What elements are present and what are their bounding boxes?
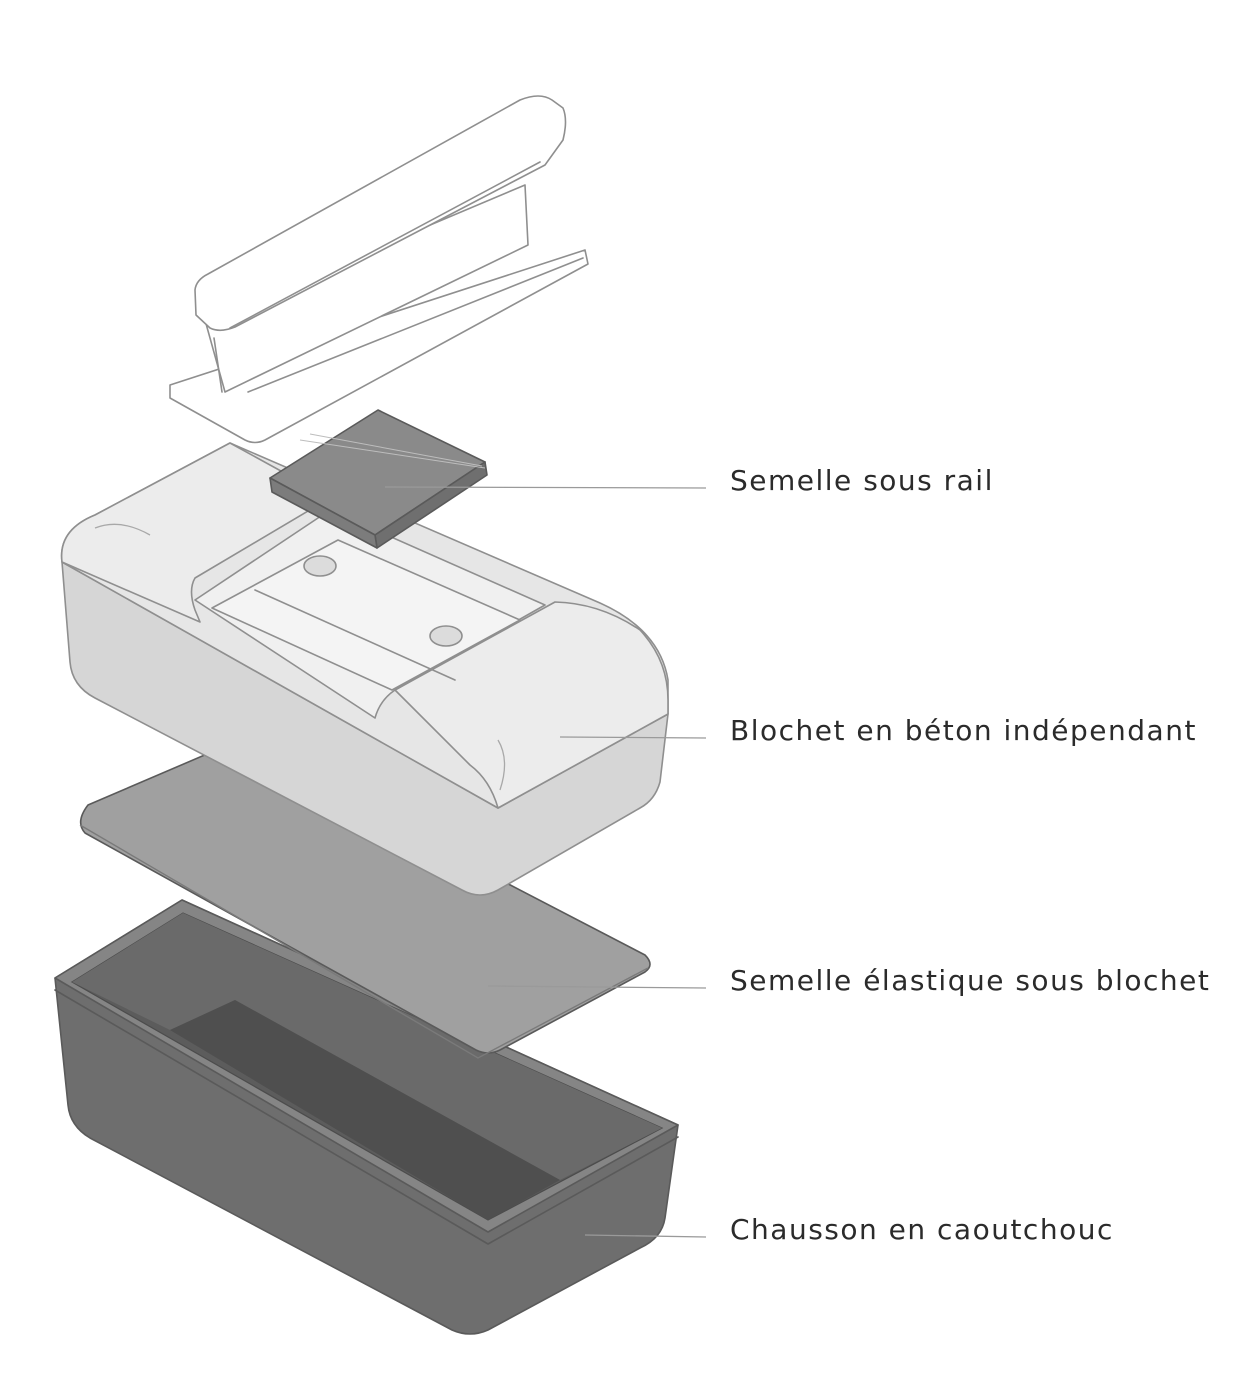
label-concrete-block: Blochet en béton indépendant bbox=[730, 714, 1197, 747]
label-rail-pad: Semelle sous rail bbox=[730, 464, 994, 497]
rubber-boot-illustration bbox=[54, 899, 679, 1335]
leader-line-concrete-block bbox=[559, 736, 707, 739]
rail-pad-illustration bbox=[269, 409, 488, 549]
leader-line-rail-pad bbox=[384, 486, 707, 489]
label-rubber-boot: Chausson en caoutchouc bbox=[730, 1213, 1114, 1246]
concrete-block-illustration bbox=[60, 442, 669, 896]
rail-illustration bbox=[169, 95, 589, 444]
leader-line-elastic-pad bbox=[487, 985, 707, 989]
label-elastic-pad: Semelle élastique sous blochet bbox=[730, 964, 1210, 997]
elastic-pad-illustration bbox=[79, 741, 651, 1059]
leader-line-rubber-boot bbox=[584, 1234, 707, 1238]
